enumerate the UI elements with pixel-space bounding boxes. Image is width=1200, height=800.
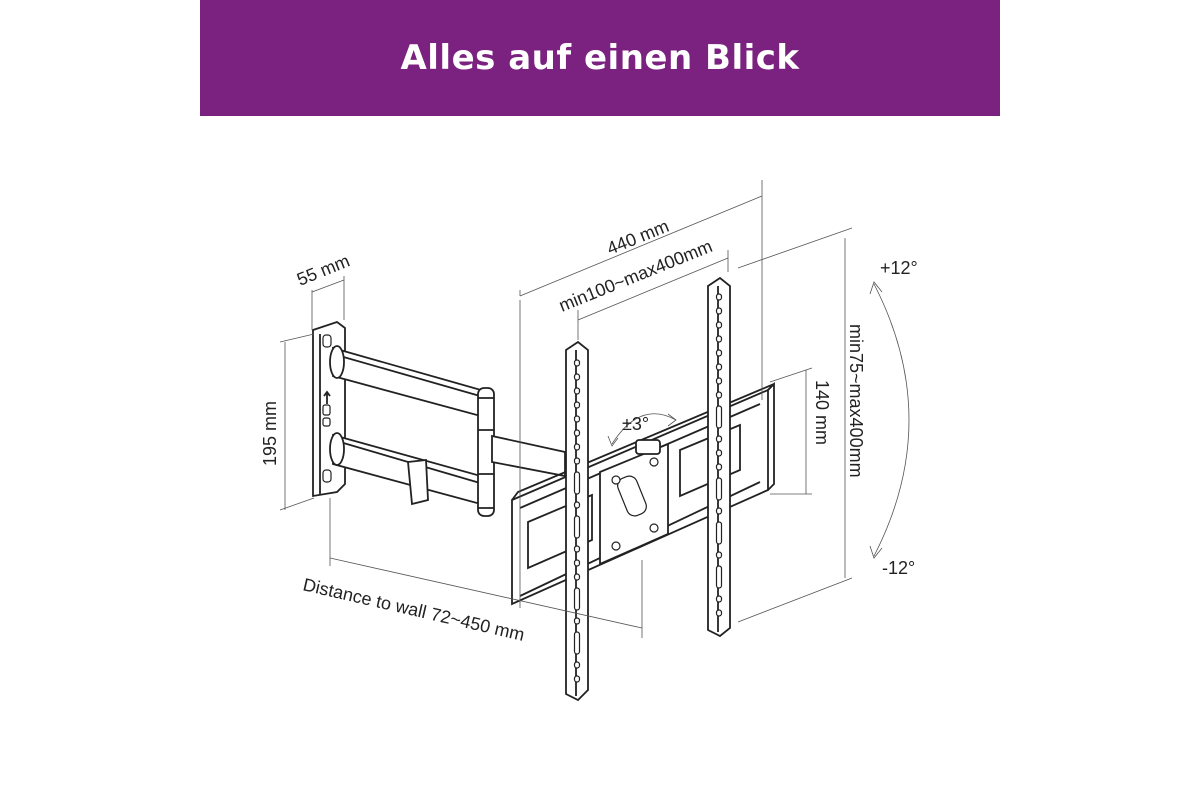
rail-hole	[573, 359, 581, 367]
rail-hole	[573, 373, 581, 381]
rail-hole	[715, 377, 723, 385]
rail-hole	[573, 457, 581, 465]
dimension-lines	[279, 180, 910, 638]
rail-hole	[715, 349, 723, 357]
rail-hole	[573, 559, 581, 567]
rail-hole	[573, 661, 581, 669]
rail-hole	[573, 617, 581, 625]
rail-hole	[715, 391, 723, 399]
header-banner: Alles auf einen Blick	[200, 0, 1000, 116]
label-vesa-vertical: min75~max400mm	[846, 324, 866, 478]
rail-hole	[715, 609, 723, 617]
rail-hole	[573, 631, 581, 655]
rail-hole	[715, 293, 723, 301]
swing-arms	[329, 345, 566, 517]
rail-hole	[715, 595, 723, 603]
label-tilt-down: -12°	[882, 558, 915, 578]
rail-hole	[573, 443, 581, 451]
rail-hole	[573, 415, 581, 423]
rail-hole	[573, 401, 581, 409]
rail-hole	[715, 463, 723, 471]
rail-hole	[715, 477, 723, 501]
rail-hole	[573, 387, 581, 395]
rail-hole	[715, 335, 723, 343]
rail-hole	[715, 507, 723, 515]
rail-hole	[715, 321, 723, 329]
label-440mm: 440 mm	[604, 216, 672, 259]
rail-hole	[573, 545, 581, 553]
label-140mm: 140 mm	[812, 380, 832, 445]
rail-hole	[715, 521, 723, 545]
rail-hole	[715, 551, 723, 559]
rail-hole	[715, 435, 723, 443]
rail-hole	[573, 429, 581, 437]
rail-hole	[573, 471, 581, 495]
rail-hole	[573, 515, 581, 539]
label-tilt-up: +12°	[880, 258, 918, 278]
label-swivel: ±3°	[622, 414, 649, 434]
rail-hole	[715, 307, 723, 315]
rail-hole	[715, 363, 723, 371]
rail-hole	[573, 675, 581, 683]
rail-hole	[715, 405, 723, 429]
rail-hole	[573, 573, 581, 581]
label-distance-to-wall: Distance to wall 72~450 mm	[301, 574, 526, 644]
vertical-rails	[565, 276, 731, 702]
rail-hole	[573, 501, 581, 509]
label-195mm: 195 mm	[260, 401, 280, 466]
page-title: Alles auf einen Blick	[400, 38, 800, 78]
rail-hole	[573, 587, 581, 611]
rail-hole	[715, 565, 723, 589]
rail-hole	[715, 449, 723, 457]
